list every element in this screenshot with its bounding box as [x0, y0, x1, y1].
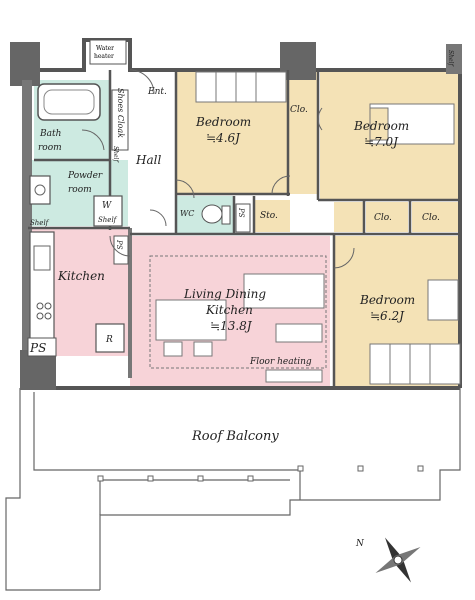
ldk-name-2: Kitchen	[205, 303, 253, 317]
ps-label-outer: PS	[29, 341, 46, 355]
bedroom2-name: Bedroom	[353, 119, 409, 133]
hall-label: Hall	[135, 153, 161, 167]
r-label: R	[105, 335, 113, 345]
floor-heating-zone	[149, 255, 327, 369]
clo-label-b: Clo.	[422, 213, 440, 223]
ps-label-kitchen: PS	[115, 239, 123, 250]
toilet	[201, 204, 223, 224]
water-heater-label-1: Water	[96, 45, 114, 52]
wall-column-bottom	[20, 350, 56, 390]
closet-bedroom2-a	[366, 202, 408, 232]
roof-balcony	[5, 388, 461, 591]
shelf-label-bath: Shelf	[112, 146, 119, 163]
w-label: W	[102, 201, 112, 211]
closet-bedroom2-b	[412, 202, 460, 232]
bath-label-1: Bath	[39, 129, 61, 139]
floor-heating-label: Floor heating	[249, 357, 312, 367]
coffee-table	[275, 323, 323, 343]
door-swings	[81, 69, 355, 269]
bathtub-inner	[43, 89, 95, 115]
interior-walls	[28, 70, 460, 388]
bedroom2-size: ≒7.0J	[364, 135, 399, 149]
bedroom3-size: ≒6.2J	[370, 309, 405, 323]
stove-burners	[36, 302, 52, 320]
toilet-tank	[221, 205, 231, 225]
clo-label-a: Clo.	[374, 213, 392, 223]
closet-bedroom1	[288, 72, 318, 194]
compass-icon	[375, 537, 421, 583]
shoes-cloak-cabinet	[111, 89, 129, 151]
dining-chairs	[163, 341, 213, 357]
sofa	[243, 273, 325, 309]
clo-label-b1: Clo.	[290, 105, 308, 115]
sto-label: Sto.	[260, 211, 278, 221]
desk-bedroom3	[427, 279, 459, 321]
fridge-space	[95, 323, 125, 353]
bedroom1-size: ≒4.6J	[206, 131, 241, 145]
wall-block-top-right	[446, 44, 462, 74]
ps-box-kitchen	[113, 235, 129, 265]
bed-bedroom1	[195, 71, 287, 103]
storage-area	[254, 200, 290, 232]
ps-box-outer	[27, 337, 57, 357]
bedroom1-name: Bedroom	[195, 115, 251, 129]
bed-bedroom3	[369, 343, 461, 385]
washbasin-bowl	[34, 184, 46, 196]
wc-label: WC	[180, 209, 194, 218]
powder-label-2: room	[68, 185, 92, 195]
dining-table	[155, 299, 227, 341]
compass-label: N	[355, 539, 365, 549]
wall-column-mid	[128, 228, 132, 378]
shelf-label-kitchen: Shelf	[30, 219, 50, 227]
wall-block-top-left	[10, 42, 40, 86]
kitchen-label: Kitchen	[57, 269, 105, 283]
water-heater-box	[89, 39, 127, 65]
shelf-label-powder: Shelf	[98, 216, 118, 224]
bedroom3-name: Bedroom	[359, 293, 415, 307]
powder-label-1: Powder	[67, 171, 103, 181]
water-heater-label-2: heater	[94, 53, 114, 60]
ldk-name-1: Living Dining	[183, 287, 266, 301]
wall-column-left	[22, 80, 32, 370]
balcony-markers	[97, 465, 424, 482]
ldk-size: ≒13.8J	[210, 319, 253, 333]
tv-stand	[265, 369, 323, 383]
roof-balcony-label: Roof Balcony	[191, 429, 279, 444]
bed-bedroom2	[369, 103, 455, 145]
shoes-cloak-label: Shoes Cloak	[116, 88, 125, 138]
washing-machine-space	[93, 195, 123, 227]
bath-label-2: room	[38, 143, 62, 153]
shelf-label-b2: Shelf	[447, 50, 454, 67]
ps-box-wc	[235, 203, 251, 233]
small-closet-left	[334, 202, 364, 232]
kitchen-sink	[33, 245, 51, 271]
ent-label: Ent.	[147, 87, 167, 97]
ps-label-wc: PS	[237, 207, 245, 218]
